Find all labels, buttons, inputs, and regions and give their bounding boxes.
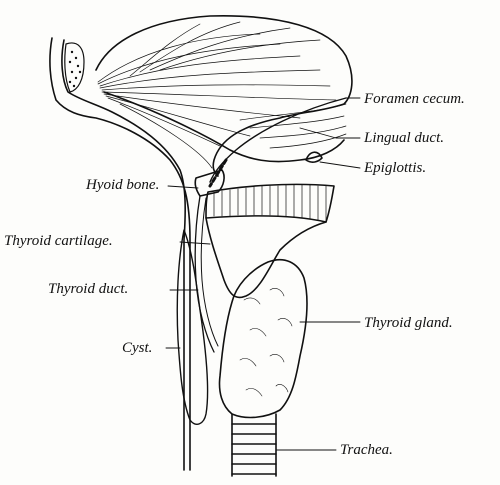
label-cyst: Cyst. — [122, 341, 152, 356]
thyroid-gland-texture — [240, 288, 292, 396]
label-epiglottis: Epiglottis. — [364, 161, 426, 176]
tongue-lower-edge — [104, 92, 344, 162]
cyst-shape — [177, 230, 207, 424]
label-foramen-cecum: Foramen cecum. — [364, 92, 465, 107]
trachea-shape — [232, 414, 276, 476]
leader-epiglottis — [320, 162, 360, 168]
label-lingual-duct: Lingual duct. — [364, 131, 444, 146]
label-hyoid-bone: Hyoid bone. — [86, 178, 159, 193]
label-trachea: Trachea. — [340, 443, 393, 458]
label-thyroid-duct: Thyroid duct. — [48, 282, 128, 297]
thyroid-gland-shape — [220, 260, 307, 418]
thyroid-cartilage-body — [206, 218, 326, 297]
jaw-inner-outline — [62, 40, 185, 470]
label-thyroid-cartilage: Thyroid cartilage. — [4, 234, 113, 249]
label-thyroid-gland: Thyroid gland. — [364, 316, 453, 331]
mandible-dots — [69, 51, 81, 87]
mandible-section — [65, 43, 84, 92]
leader-lingual-duct — [300, 128, 360, 138]
